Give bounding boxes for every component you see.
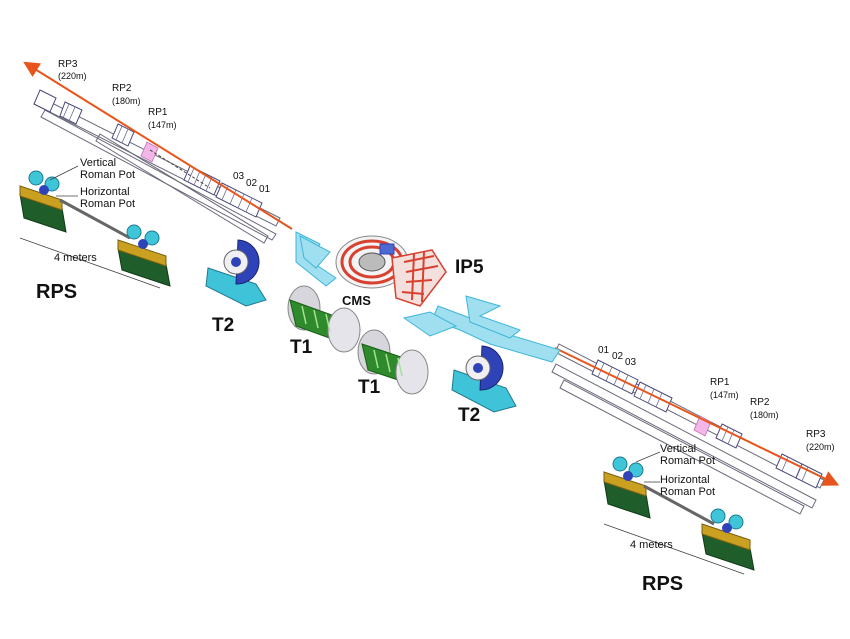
- t2-left-detector: [205, 239, 267, 307]
- t1-right-detector: [357, 329, 429, 395]
- four-meters-right-label: 4 meters: [630, 539, 673, 551]
- quad-02-right-label: 02: [612, 351, 624, 362]
- horizontal-roman-pot-right-label: Horizontal Roman Pot: [660, 474, 716, 498]
- vertical-roman-pot-right-label: Vertical Roman Pot: [660, 443, 716, 467]
- right-beamline: [551, 343, 840, 515]
- rp3-right-label: RP3: [806, 429, 826, 440]
- cms-label: CMS: [342, 293, 371, 308]
- rp-station-right: [603, 451, 755, 575]
- vertical-roman-pot-left-label: Vertical Roman Pot: [80, 157, 136, 181]
- rp1-left-label: RP1: [148, 107, 168, 118]
- t2-left-label: T2: [212, 315, 235, 336]
- beam-pipes: [295, 231, 561, 363]
- quad-03-left-label: 03: [233, 171, 245, 182]
- rp2-right-label: RP2: [750, 397, 770, 408]
- rp3-left-distance: (220m): [58, 71, 87, 81]
- t2-right-label: T2: [458, 405, 481, 426]
- rps-right-label: RPS: [642, 573, 684, 595]
- rp1-right-label: RP1: [710, 377, 730, 388]
- quad-01-right-label: 01: [598, 345, 610, 356]
- t2-right-detector: [451, 345, 517, 413]
- t1-left-label: T1: [290, 337, 313, 358]
- quad-01-left-label: 01: [259, 184, 271, 195]
- rp2-left-distance: (180m): [112, 96, 141, 106]
- rp1-right-distance: (147m): [710, 390, 739, 400]
- ip5-label: IP5: [455, 257, 484, 278]
- left-beamline: [23, 61, 293, 244]
- horizontal-roman-pot-left-label: Horizontal Roman Pot: [80, 186, 136, 210]
- rp3-right-distance: (220m): [806, 442, 835, 452]
- rp2-right-distance: (180m): [750, 410, 779, 420]
- t1-right-label: T1: [358, 377, 381, 398]
- t1-left-detector: [287, 285, 361, 353]
- rp1-left-distance: (147m): [148, 120, 177, 130]
- four-meters-left-label: 4 meters: [54, 252, 97, 264]
- rp3-left-label: RP3: [58, 59, 78, 70]
- quad-02-left-label: 02: [246, 178, 258, 189]
- quad-03-right-label: 03: [625, 357, 637, 368]
- rp1-left-marker: [140, 141, 159, 163]
- rp-station-left: [19, 165, 171, 289]
- rp2-left-label: RP2: [112, 83, 132, 94]
- cms-detector: [335, 235, 447, 307]
- rps-left-label: RPS: [36, 281, 78, 303]
